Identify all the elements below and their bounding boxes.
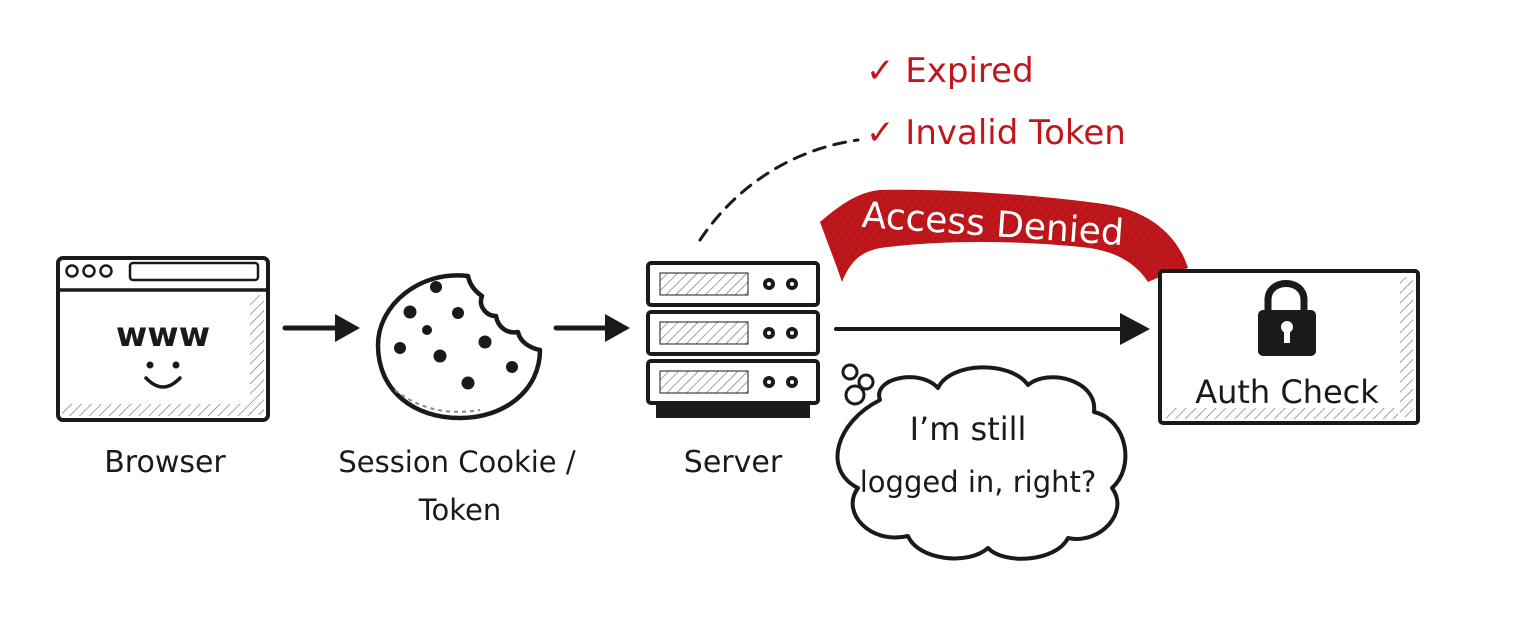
padlock-icon (1258, 280, 1316, 356)
cookie-label-line2: Token (418, 493, 502, 527)
arrow-server-to-auth (834, 313, 1150, 345)
smile-icon (144, 376, 182, 389)
check-invalid-token: ✓ Invalid Token (866, 113, 1126, 153)
auth-check-label: Auth Check (1195, 373, 1379, 411)
arrow-browser-to-cookie (282, 314, 360, 342)
access-denied-banner: Access Denied (820, 189, 1188, 282)
check-expired: ✓ Expired (866, 51, 1034, 91)
browser-window-icon: www (56, 256, 270, 422)
server-unit (646, 359, 820, 405)
server-unit (646, 261, 820, 307)
server-unit (646, 310, 820, 356)
thought-line2: logged in, right? (860, 465, 1097, 499)
browser-screen-text: www (116, 315, 210, 355)
auth-check-box: Auth Check (1158, 269, 1420, 425)
browser-label: Browser (104, 445, 226, 480)
dashed-connector (698, 138, 860, 242)
arrow-cookie-to-server (553, 314, 630, 342)
cookie-icon (375, 273, 543, 421)
thought-line1: I’m still (910, 410, 1027, 448)
thought-bubble: I’m still logged in, right? (835, 363, 1128, 561)
server-label: Server (684, 445, 783, 480)
cookie-label-line1: Session Cookie / (338, 445, 576, 479)
server-icon (646, 261, 820, 418)
